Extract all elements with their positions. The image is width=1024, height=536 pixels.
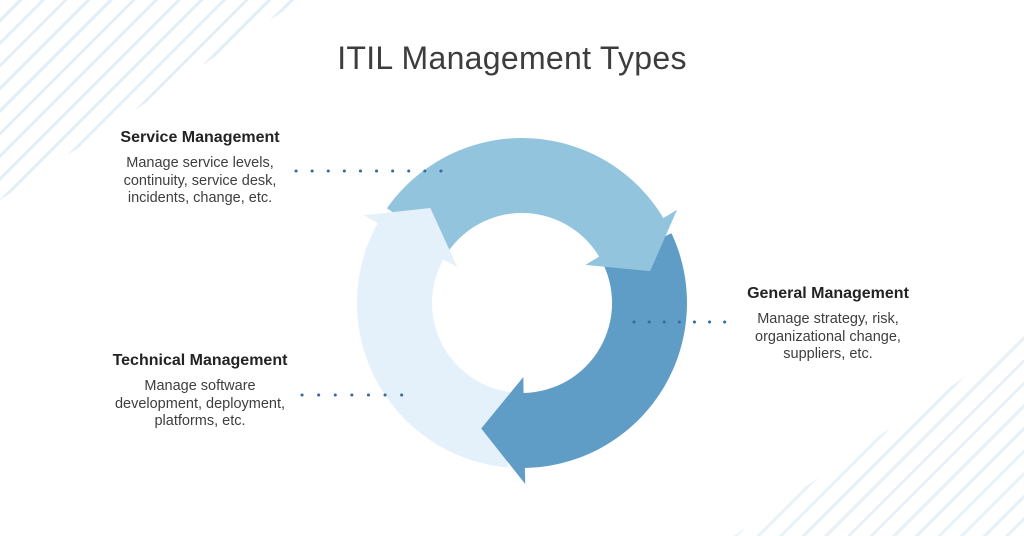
cycle-diagram: [357, 138, 687, 484]
service-arrow-head-icon: [585, 209, 678, 272]
technical-management-heading: Technical Management: [112, 352, 288, 369]
technical-management-block: Technical Management Manage software dev…: [85, 352, 315, 431]
technical-management-description: Manage software development, deployment,…: [114, 378, 286, 429]
general-management-description: Manage strategy, risk, organizational ch…: [755, 311, 901, 362]
page-title: ITIL Management Types: [337, 40, 687, 76]
service-management-heading: Service Management: [120, 129, 280, 146]
general-management-heading: General Management: [747, 285, 909, 302]
service-dotted-connector: [294, 169, 458, 173]
technical-dotted-connector: [300, 393, 419, 397]
technical-arrow-head-icon: [363, 208, 458, 268]
service-management-block: Service Management Manage service levels…: [85, 129, 315, 208]
technical-arc-body: [357, 215, 515, 468]
general-arrow-head-icon: [481, 377, 526, 484]
general-arc-body: [516, 233, 687, 469]
service-management-description: Manage service levels, continuity, servi…: [123, 155, 277, 206]
service-arc-body: [386, 138, 668, 261]
corner-stripes-bottom-right: [734, 336, 1024, 536]
general-management-block: General Management Manage strategy, risk…: [733, 285, 923, 364]
general-dotted-connector: [632, 320, 741, 324]
